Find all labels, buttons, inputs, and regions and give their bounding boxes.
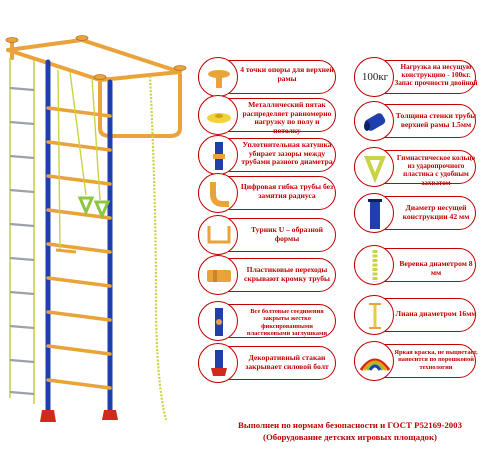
feature-text: Веревка диаметром 8 мм: [399, 259, 473, 277]
pipe-section-icon: [354, 101, 394, 141]
top-frame: [6, 38, 182, 82]
climbing-rope: [148, 75, 168, 421]
feature-text: Гимнастическое кольцо из ударопрочного п…: [396, 154, 476, 187]
rope-ladder: [9, 58, 35, 404]
red-bases: [40, 410, 118, 422]
bolt-joint-icon: [198, 301, 238, 341]
u-bar: [98, 74, 182, 138]
feature-text: Турник U – образной формы: [250, 225, 324, 243]
plastic-joint-icon: [198, 255, 238, 295]
feature-text: Пластиковые переходы скрывают кромку тру…: [244, 265, 330, 283]
rope-icon: [354, 245, 394, 285]
rope-ladder-rungs: [9, 86, 35, 396]
trapeze: [55, 248, 77, 254]
uprights: [45, 59, 113, 415]
rungs: [46, 106, 112, 390]
feature-text: Все болтовые соединения закрыты жестко ф…: [246, 308, 328, 338]
feature-text: Нагрузка на несущую конструкцию - 100кг.…: [394, 63, 478, 88]
feature-text: Диаметр несущей конструкции 42 мм: [402, 203, 470, 221]
foot-caps: [5, 35, 187, 80]
feature-text: Толщина стенки трубы верхней рамы 1.5мм: [395, 111, 477, 129]
cap-icon: [198, 343, 238, 383]
weight-label: 100кг: [361, 71, 389, 83]
feature-text: Лиана диаметром 16мм: [395, 309, 477, 318]
footer-note: (Оборудование детских игровых площадок): [263, 432, 437, 442]
ring-ropes: [57, 69, 101, 251]
weight-icon: 100кг: [354, 57, 394, 97]
pipe-diameter-icon: [354, 193, 394, 233]
feature-text: Цифровая гибка трубы без замятия радиуса: [240, 182, 334, 200]
metal-plate-icon: [198, 95, 238, 135]
feature-text: Яркая краска, не выцветает, наносится по…: [394, 349, 478, 371]
bent-pipe-icon: [198, 173, 238, 213]
foot-cap-icon: [198, 57, 238, 97]
ladder-rung-icon: [354, 295, 394, 335]
feature-text: Декоративный стакан закрывает силовой бо…: [245, 353, 329, 371]
gym-rings: [77, 196, 111, 220]
gym-ring-icon: [354, 147, 394, 187]
feature-text: 4 точки опоры для верхней рамы: [240, 65, 334, 83]
feature-text: Уплотнительная катушка убирает зазоры ме…: [241, 140, 333, 167]
seal-coil-icon: [198, 135, 238, 175]
rainbow-icon: [354, 341, 394, 381]
u-bar-icon: [198, 215, 238, 255]
footer-standard: Выполнен по нормам безопасности и ГОСТ Р…: [238, 420, 462, 430]
feature-text: Металлический пятак распределяет равноме…: [242, 100, 332, 135]
